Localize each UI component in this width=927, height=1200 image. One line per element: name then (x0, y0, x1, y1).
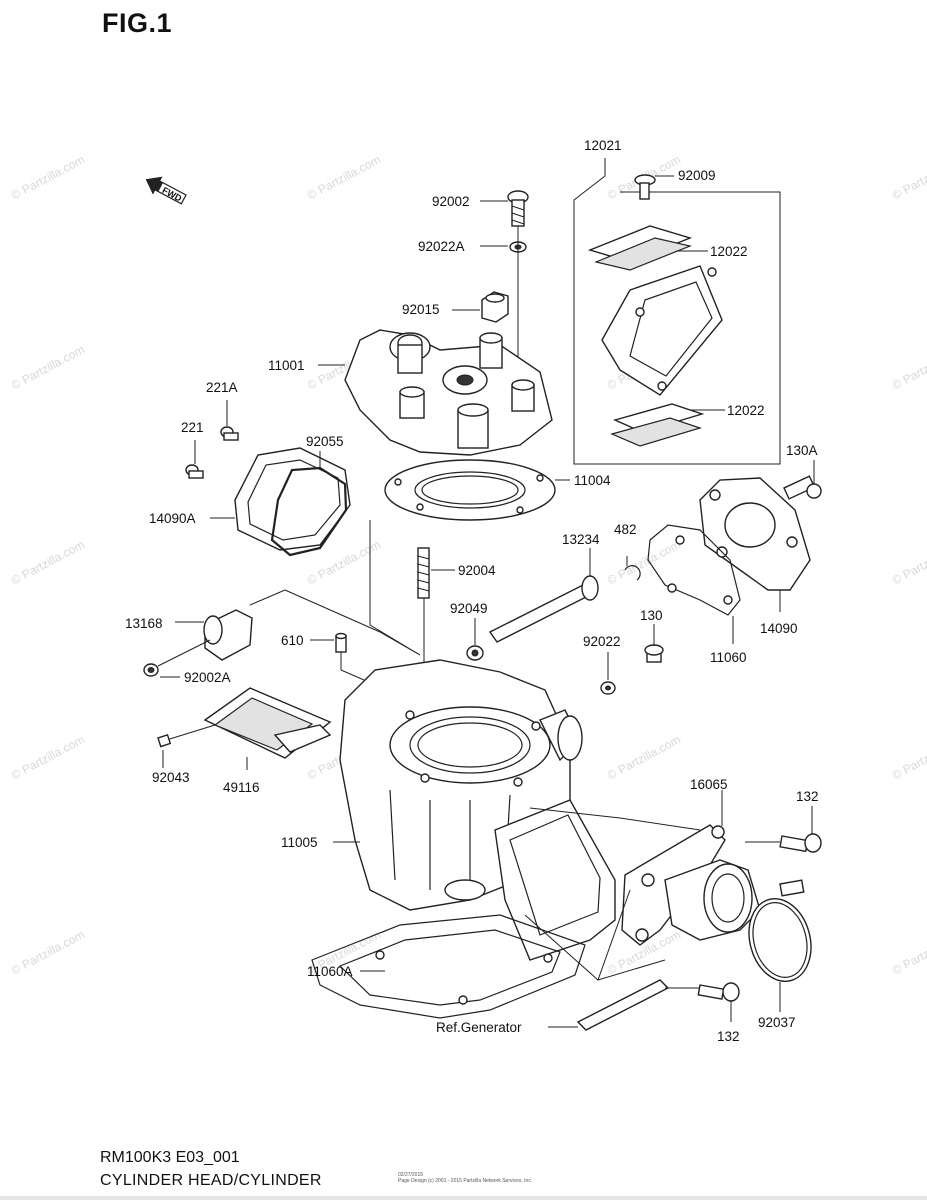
watermark: © Partzilla.com (890, 152, 927, 202)
part-label: 92002A (184, 670, 231, 685)
bottom-divider (0, 1196, 927, 1200)
watermark: © Partzilla.com (605, 537, 683, 587)
part-label: 132 (796, 789, 819, 804)
part-label: 221 (181, 420, 204, 435)
part-label: 92055 (306, 434, 344, 449)
exhaust-valve-shaft-13234 (466, 548, 641, 661)
watermark: © Partzilla.com (890, 927, 927, 977)
part-label: 12021 (584, 138, 622, 153)
exhaust-valve-housing-14090 (600, 460, 822, 695)
head-gasket-11004 (384, 459, 570, 521)
part-label: 13234 (562, 532, 600, 547)
watermark: © Partzilla.com (9, 537, 87, 587)
part-label: Ref.Generator (436, 1020, 522, 1035)
part-label: 13168 (125, 616, 163, 631)
watermark: © Partzilla.com (9, 152, 87, 202)
copyright-date: 02/27/2015 (398, 1172, 424, 1178)
part-label: 92049 (450, 601, 488, 616)
watermark: © Partzilla.com (9, 342, 87, 392)
cylinder-head-11001 (318, 329, 553, 456)
section-title: CYLINDER HEAD/CYLINDER (100, 1172, 322, 1189)
cylinder-11005 (333, 520, 616, 961)
part-label: 11001 (268, 358, 305, 373)
part-label: 11060A (307, 964, 353, 979)
part-label: 132 (717, 1029, 740, 1044)
part-label: 11060 (710, 650, 747, 665)
part-label: 49116 (223, 780, 260, 795)
exhaust-valve-cover-14090a (185, 400, 351, 557)
copyright-text: Page Design (c) 2001 - 2015 Partzilla Ne… (398, 1178, 533, 1184)
part-label: 12022 (710, 244, 748, 259)
part-label: 92022A (418, 239, 465, 254)
watermark: © Partzilla.com (9, 732, 87, 782)
part-label: 221A (206, 380, 238, 395)
watermark: © Partzilla.com (305, 152, 383, 202)
part-label: 11005 (281, 835, 318, 850)
reed-valve-group-12021 (573, 158, 781, 465)
part-label: 92009 (678, 168, 716, 183)
part-label: 130 (640, 608, 663, 623)
copyright-note: 02/27/2015 Page Design (c) 2001 - 2015 P… (398, 1172, 532, 1184)
forward-arrow-icon: FWD (145, 176, 187, 205)
part-label: 92015 (402, 302, 440, 317)
watermark: © Partzilla.com (890, 342, 927, 392)
base-gasket-11060a (311, 914, 586, 1019)
part-label: 92002 (432, 194, 470, 209)
exhaust-valve-13168 (143, 589, 421, 678)
intake-pipe-16065 (524, 790, 822, 1031)
part-label: 11004 (574, 473, 611, 488)
part-label: 12022 (727, 403, 765, 418)
part-label: 14090 (760, 621, 798, 636)
valve-linkage-49116 (157, 687, 332, 770)
part-label: 92037 (758, 1015, 796, 1030)
part-label: 92022 (583, 634, 621, 649)
part-label: 16065 (690, 777, 728, 792)
part-label: 14090A (149, 511, 196, 526)
watermark: © Partzilla.com (890, 732, 927, 782)
part-label: 610 (281, 633, 304, 648)
part-label: 92043 (152, 770, 190, 785)
model-code: RM100K3 E03_001 (100, 1149, 240, 1166)
part-label: 92004 (458, 563, 496, 578)
figure-title: FIG.1 (102, 8, 173, 38)
watermark: © Partzilla.com (9, 927, 87, 977)
part-labels: 12021 92009 12022 12022 92002 92022A 920… (125, 138, 819, 1044)
stud-92004 (417, 547, 455, 720)
part-label: 130A (786, 443, 818, 458)
watermark: © Partzilla.com (605, 732, 683, 782)
part-label: 482 (614, 522, 637, 537)
watermark: © Partzilla.com (890, 537, 927, 587)
